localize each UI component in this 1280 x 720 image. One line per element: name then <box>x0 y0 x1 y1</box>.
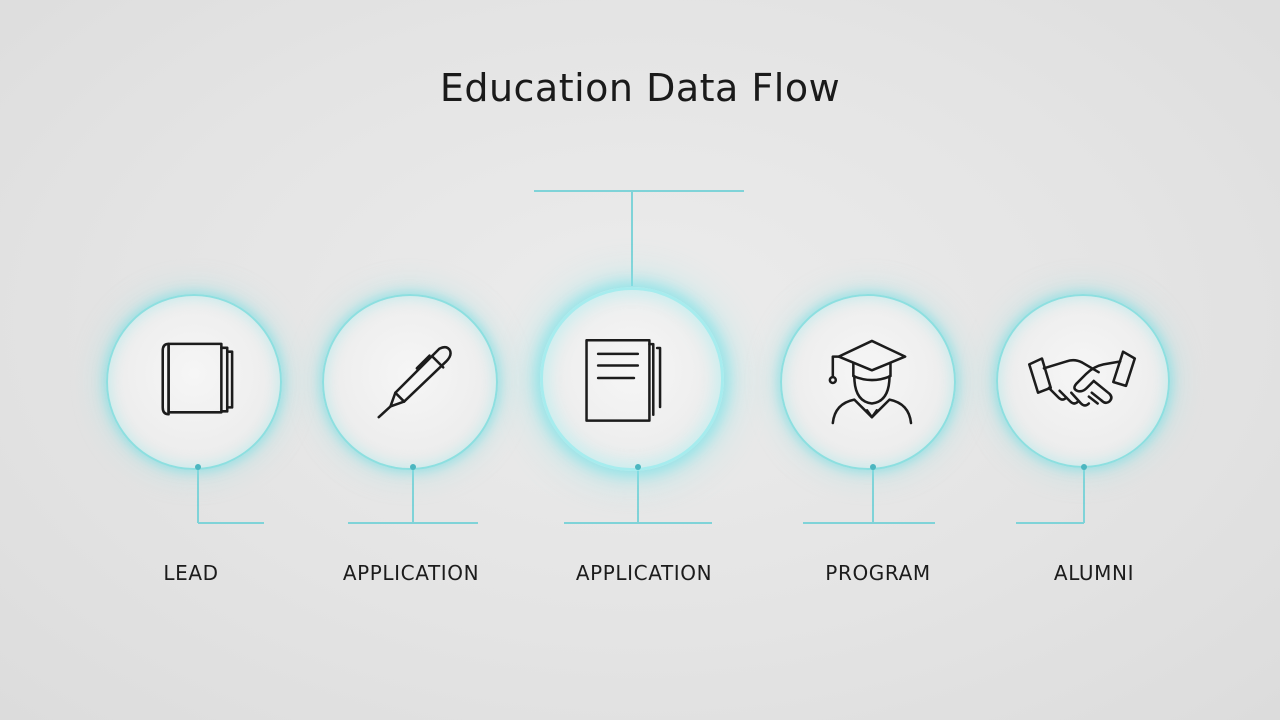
stage-5-anchor <box>1081 464 1087 470</box>
stage-2-anchor <box>410 464 416 470</box>
stage-node-lead <box>106 294 282 470</box>
graduate-icon <box>828 339 913 425</box>
stage-node-application-1 <box>322 294 498 470</box>
document-icon <box>585 339 662 422</box>
stage-label-alumni: ALUMNI <box>1053 561 1135 585</box>
stage-node-program <box>780 294 956 470</box>
stage-4-anchor <box>870 464 876 470</box>
stage-label-program: PROGRAM <box>825 561 931 585</box>
stage-label-lead: LEAD <box>163 561 219 585</box>
stage-1-anchor <box>195 464 201 470</box>
diagram-title: Education Data Flow <box>439 66 841 110</box>
stage-node-application-2 <box>540 287 724 471</box>
stage-node-alumni <box>996 294 1170 468</box>
handshake-icon <box>1027 350 1137 407</box>
stage-label-application-1: APPLICATION <box>342 561 480 585</box>
stage-3-anchor <box>635 464 641 470</box>
stage-label-application-2: APPLICATION <box>575 561 713 585</box>
book-icon <box>161 342 234 416</box>
pen-icon <box>377 345 452 419</box>
